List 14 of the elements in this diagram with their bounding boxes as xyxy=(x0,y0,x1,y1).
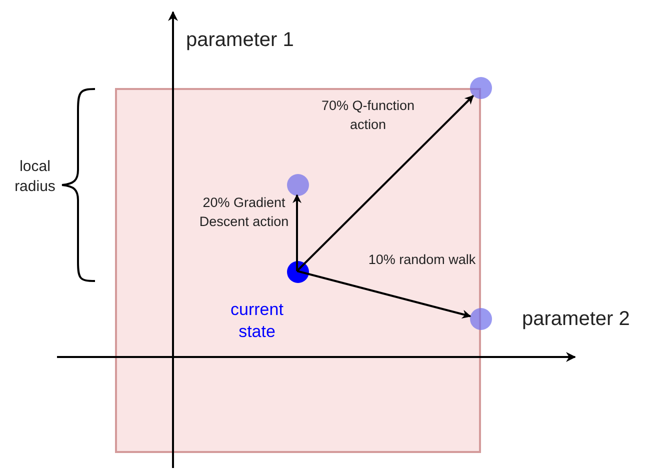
axis-label: parameter 1 xyxy=(186,28,295,53)
target-point xyxy=(470,308,492,330)
arrow xyxy=(296,270,472,319)
target-point xyxy=(287,174,309,196)
arrow xyxy=(296,95,474,272)
bracket-label: local radius xyxy=(14,157,56,197)
edge-label: 20% Gradient Descent action xyxy=(198,194,290,231)
local-region xyxy=(115,88,481,453)
state-label: current state xyxy=(230,299,284,343)
axis-label: parameter 2 xyxy=(522,307,631,332)
arrow xyxy=(292,194,302,271)
edge-label: 70% Q-function action xyxy=(320,97,416,134)
edge-label: 10% random walk xyxy=(367,251,477,269)
target-point xyxy=(470,77,492,99)
